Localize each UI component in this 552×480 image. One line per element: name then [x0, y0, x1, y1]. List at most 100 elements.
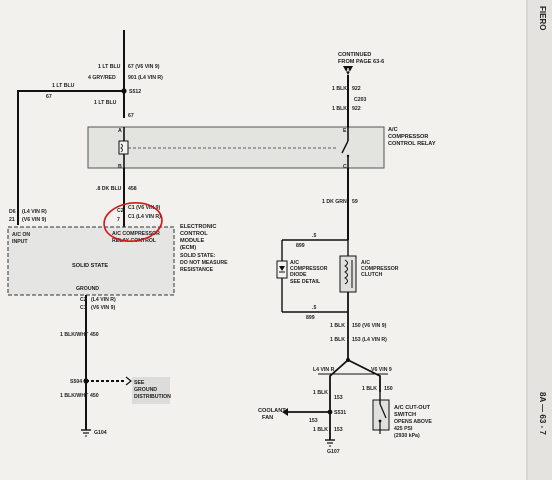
continued-label: CONTINUED: [338, 52, 371, 58]
diode-label: A/C: [290, 260, 299, 266]
wire-label: 59: [352, 199, 358, 205]
relay-switch-contact-icon: [341, 140, 349, 154]
connector-label: C1: [80, 305, 87, 311]
see-ground-box: [132, 377, 170, 404]
wire-label: 150: [384, 386, 393, 392]
wire-label: 1 BLK: [330, 337, 345, 343]
relay-box: [87, 126, 385, 169]
wire-label: 67: [46, 94, 52, 100]
ecm-solid-state: SOLID STATE: [72, 263, 108, 269]
ecm-title: CONTROL: [180, 231, 208, 237]
relay-label: COMPRESSOR: [388, 134, 428, 140]
connector-label: C203: [354, 97, 367, 103]
splice-label: S504: [70, 379, 82, 385]
wire-label: 1 BLK/WHT: [60, 393, 89, 399]
relay-pin-b: B: [118, 164, 122, 170]
diode-label: COMPRESSOR: [290, 266, 328, 272]
connector-label: C2: [117, 208, 124, 214]
cutout-switch-note: 425 PSI: [394, 426, 413, 432]
connector-label: C2: [80, 297, 87, 303]
wire-label: 1 LT BLU: [94, 100, 117, 106]
wire-lt-blu-67-branch: [17, 90, 124, 225]
relay-label: CONTROL RELAY: [388, 141, 436, 147]
wire-label: 67: [128, 113, 134, 119]
connector-triangle-icon: [343, 66, 353, 75]
wire-label: 922: [352, 86, 361, 92]
wire-label: 153: [334, 427, 343, 433]
ground-label: G104: [94, 430, 107, 436]
splice-label: S531: [334, 410, 346, 416]
wire-label: .5: [312, 305, 316, 311]
connector-label: D6: [9, 209, 16, 215]
see-ground-label: SEE: [134, 380, 145, 386]
connector-label: C1 (L4 VIN R): [128, 214, 161, 220]
wire-label: 922: [352, 106, 361, 112]
see-ground-label: DISTRIBUTION: [134, 394, 171, 400]
wire-label: 153 (L4 VIN R): [352, 337, 387, 343]
wire-label: 1 BLK: [313, 390, 328, 396]
ground-label: G107: [327, 449, 340, 455]
wire-label: .8 DK BLU: [96, 186, 122, 192]
wire-label: 1 BLK/WHT: [60, 332, 89, 338]
relay-coil-icon: [118, 140, 129, 155]
ecm-note: SOLID STATE:: [180, 253, 216, 259]
ecm-title: MODULE: [180, 238, 205, 244]
cutout-switch-note: OPENS ABOVE: [394, 419, 432, 425]
wire-label: 1 LT BLU: [98, 64, 121, 70]
continued-label: FROM PAGE 63-6: [338, 59, 384, 65]
ecm-note: DO NOT MEASURE: [180, 260, 228, 266]
cutout-switch-note: (2930 kPa): [394, 433, 420, 439]
connector-label: (V6 VIN 9): [91, 305, 115, 311]
wire-label: 67 (V6 VIN 9): [128, 64, 160, 70]
wire-label: 1 BLK: [330, 323, 345, 329]
wire-label: 901 (L4 VIN R): [128, 75, 163, 81]
wire-label: 150 (V6 VIN 9): [352, 323, 387, 329]
cutout-switch-label: SWITCH: [394, 412, 416, 418]
ecm-title: ELECTRONIC: [180, 224, 216, 230]
clutch-coil-icon: [344, 259, 348, 285]
connector-letter: A: [346, 68, 350, 74]
ecm-ground-label: GROUND: [76, 286, 99, 292]
diode-label: DIODE: [290, 272, 307, 278]
option-v6: V6 VIN 9: [371, 367, 392, 373]
wire-label: 153: [334, 395, 343, 401]
clutch-label: CLUTCH: [361, 272, 383, 278]
relay-pin-e: E: [343, 128, 347, 134]
wire-label: 4 GRY/RED: [88, 75, 116, 81]
relay-pin-c: C: [343, 164, 347, 170]
pin-number: 7: [117, 217, 120, 223]
see-ground-label: GROUND: [134, 387, 157, 393]
diode-label: SEE DETAIL: [290, 279, 321, 285]
ecm-input-label: INPUT: [12, 239, 28, 245]
arrow-left-icon: [282, 408, 288, 416]
connector-label: (L4 VIN R): [22, 209, 47, 215]
connector-label: C1 (V6 VIN 9): [128, 205, 161, 211]
wire-blk-153: [329, 359, 349, 440]
ecm-note: RESISTANCE: [180, 267, 214, 273]
page-margin: [528, 0, 552, 480]
wire-label: 899: [296, 243, 305, 249]
ecm-relay-label: A/C COMPRESSOR: [112, 231, 160, 237]
coil-winding-icon: [120, 143, 123, 153]
cutout-switch-box: [372, 399, 390, 431]
wire-label: 458: [128, 186, 137, 192]
clutch-label: COMPRESSOR: [361, 266, 399, 272]
wire-label: 153: [309, 418, 318, 424]
wire-label: 450: [90, 393, 99, 399]
relay-contact-point: [346, 154, 350, 158]
wire-blk-150: [347, 359, 381, 392]
splice-label: S512: [129, 89, 141, 95]
wire-label: .5: [312, 233, 316, 239]
wire-label: 1 LT BLU: [52, 83, 75, 89]
clutch-icon: [339, 255, 357, 293]
wire-label: 1 BLK: [313, 427, 328, 433]
page-number: 8A — 63 - 7: [538, 392, 547, 435]
wire-label: 450: [90, 332, 99, 338]
ecm-title: (ECM): [180, 245, 196, 251]
pressure-switch-icon: [379, 403, 387, 419]
option-l4: L4 VIN R: [313, 367, 335, 373]
wire-label: 1 BLK: [332, 106, 347, 112]
wire-label: 1 DK GRN: [322, 199, 347, 205]
